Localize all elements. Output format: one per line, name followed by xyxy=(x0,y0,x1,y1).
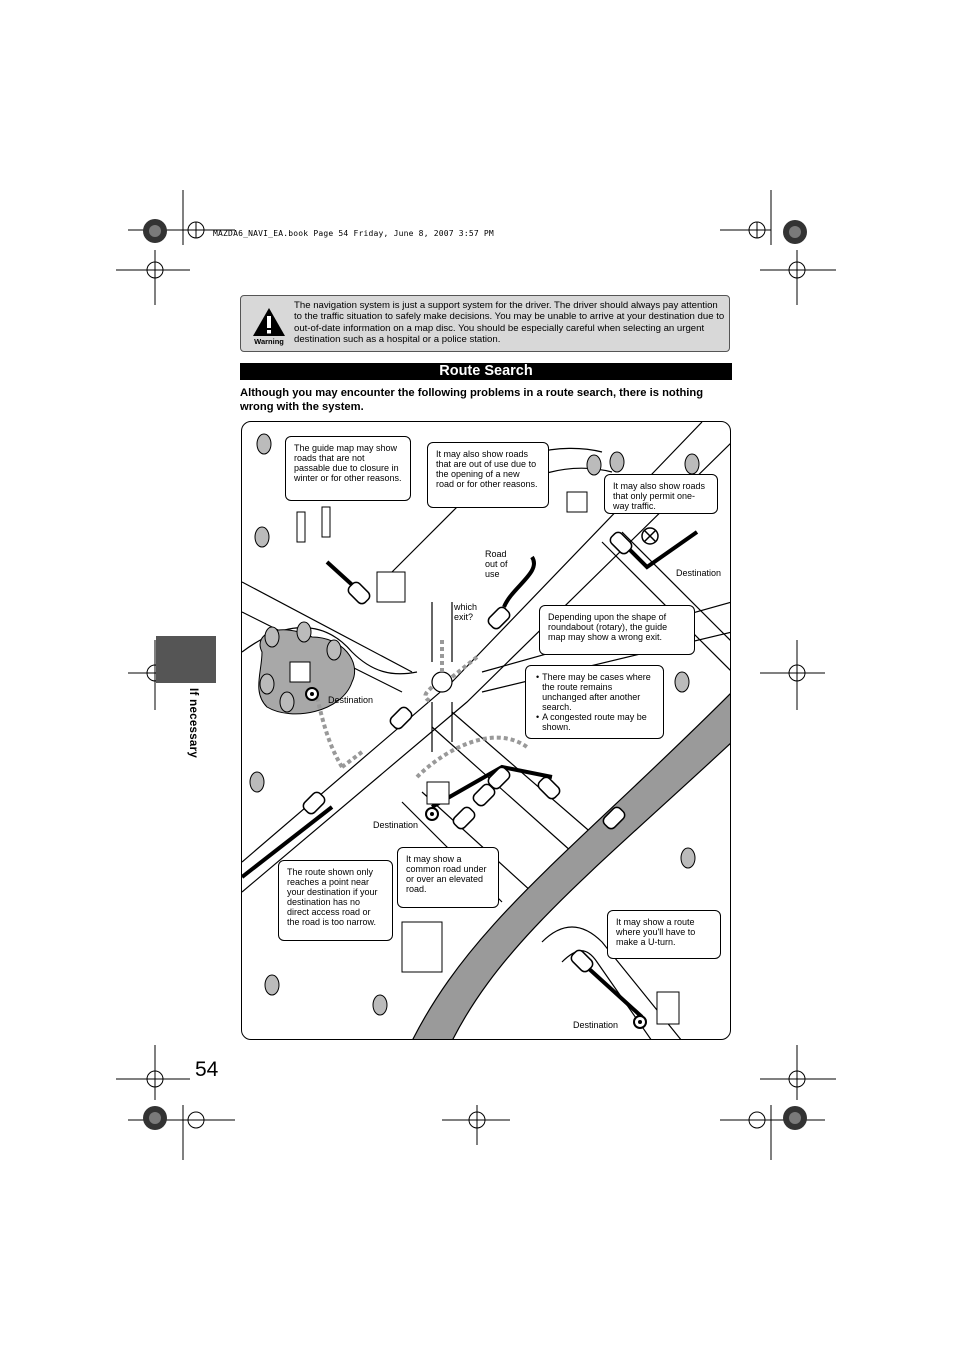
bullet-point-1: • xyxy=(536,672,540,682)
label-destination-top-right: Destination xyxy=(676,568,722,578)
callout-road-out-of-use: It may also show roads that are out of u… xyxy=(427,442,549,508)
label-which-exit: which exit? xyxy=(454,602,478,622)
print-header: MAZDA6_NAVI_EA.book Page 54 Friday, June… xyxy=(213,229,494,238)
bullet-point-2: • xyxy=(536,712,540,722)
side-tab-label: If necessary xyxy=(187,688,199,759)
route-search-diagram: The guide map may show roads that are no… xyxy=(241,421,731,1040)
bullet-text-1: There may be cases where the route remai… xyxy=(542,672,651,712)
page-number: 54 xyxy=(195,1058,219,1081)
warning-icon: Warning xyxy=(251,306,287,346)
label-destination-bottom: Destination xyxy=(573,1020,619,1030)
callout-road-closure: The guide map may show roads that are no… xyxy=(285,436,411,501)
callout-roundabout: Depending upon the shape of roundabout (… xyxy=(539,605,695,655)
label-destination-park: Destination xyxy=(328,695,374,705)
bullet-text-2: A congested route may be shown. xyxy=(542,712,647,732)
callout-no-direct-access: The route shown only reaches a point nea… xyxy=(278,860,393,941)
bullet-unchanged: • There may be cases where the route rem… xyxy=(536,672,657,712)
callout-one-way: It may also show roads that only permit … xyxy=(604,474,718,514)
warning-text: The navigation system is just a support … xyxy=(294,300,725,346)
callout-elevated-road: It may show a common road under or over … xyxy=(397,847,499,908)
label-destination-center: Destination xyxy=(373,820,419,830)
warning-icon-label: Warning xyxy=(254,337,284,346)
warning-box: Warning The navigation system is just a … xyxy=(240,295,730,352)
section-title: Route Search xyxy=(240,363,732,380)
side-tab xyxy=(156,636,216,683)
intro-text: Although you may encounter the following… xyxy=(240,387,704,413)
callout-u-turn: It may show a route where you'll have to… xyxy=(607,910,721,959)
callout-unchanged-route: • There may be cases where the route rem… xyxy=(525,665,664,739)
bullet-congested: • A congested route may be shown. xyxy=(536,712,657,732)
label-road-out-of-use: Road out of use xyxy=(485,549,508,579)
